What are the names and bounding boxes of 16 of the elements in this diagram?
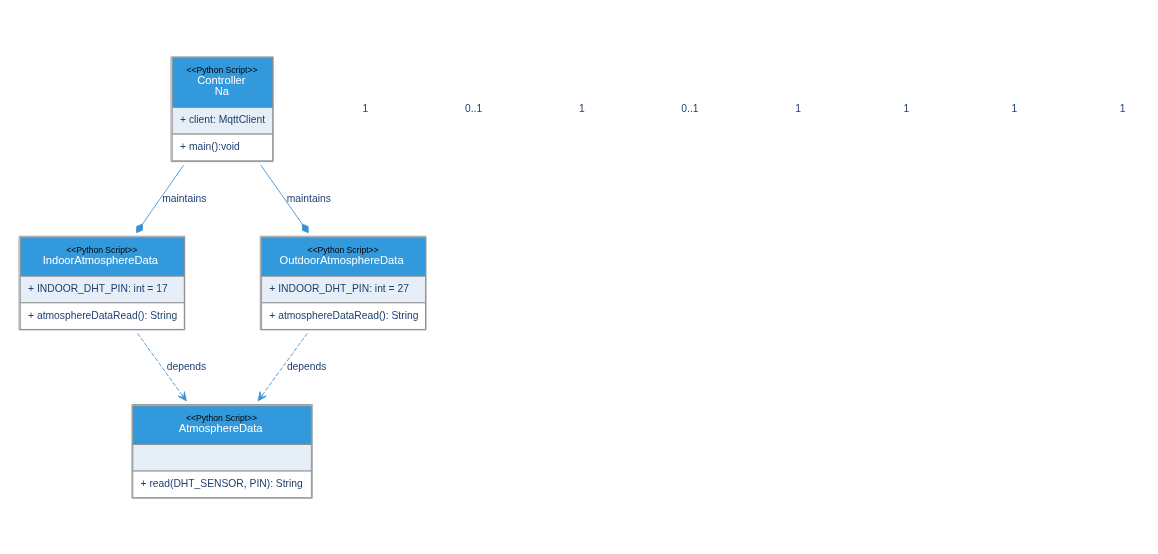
arrow [257, 332, 308, 401]
connector [136, 164, 184, 233]
label: 1 [578, 102, 585, 114]
label: 1 [362, 102, 369, 114]
arrow [137, 332, 187, 401]
label: 1 [903, 102, 910, 114]
label: 1 [1119, 102, 1126, 114]
label: 0..1 [465, 102, 483, 114]
edge-label: maintains [162, 192, 207, 204]
label: 1 [1011, 102, 1018, 114]
edge-label: maintains [286, 192, 331, 204]
edge-label: depends [286, 360, 327, 372]
connector [260, 164, 309, 233]
label: 0..1 [681, 102, 699, 114]
edge-label: depends [166, 360, 207, 372]
label: 1 [795, 102, 801, 114]
